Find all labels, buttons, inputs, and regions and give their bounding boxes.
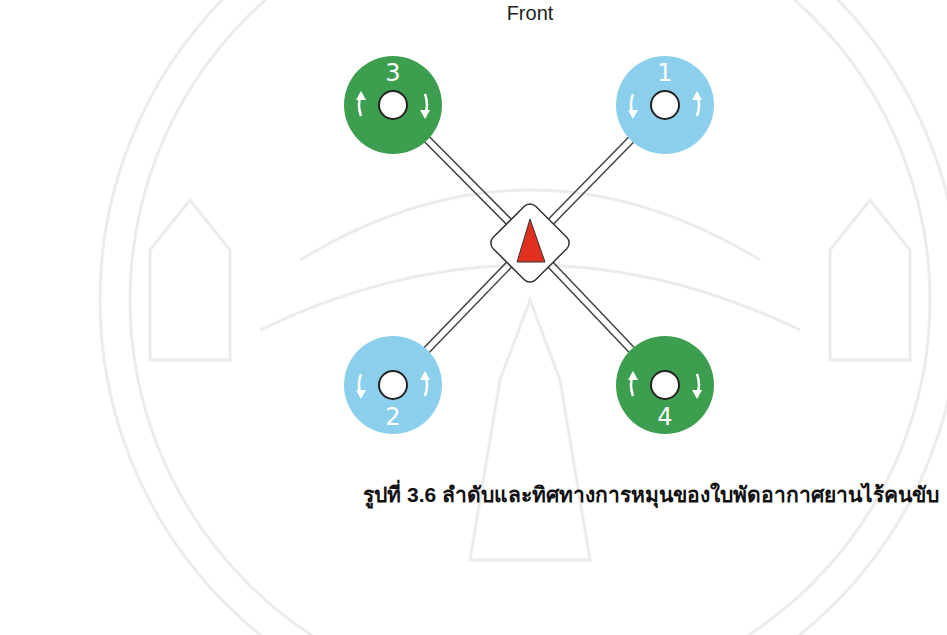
direction-label: Front [507,2,554,25]
motor-number: 2 [344,404,442,430]
frame-arm [390,103,667,388]
motor-number: 1 [616,60,714,86]
propeller-disc: 1 [616,56,714,154]
rotation-arrowhead [356,390,366,399]
rotation-arrowhead [420,371,430,380]
seal-watermark [100,0,947,635]
motor-hub [651,371,679,399]
flight-controller [488,201,573,286]
figure-caption: รูปที่ 3.6 ลำดับและทิศทางการหมุนของใบพัด… [363,478,939,511]
motor-hub [651,91,679,119]
motor-hub [379,371,407,399]
rotation-arrowhead [692,91,702,100]
propeller-disc: 2 [344,336,442,434]
motor-number: 3 [344,60,442,86]
motor-number: 4 [616,404,714,430]
propeller-disc: 4 [616,336,714,434]
rotation-arrowhead [420,110,430,119]
motor-hub [379,91,407,119]
rotation-arrowhead [628,371,638,380]
rotation-arrowhead [356,91,366,100]
propeller-disc: 3 [344,56,442,154]
rotation-arrowhead [628,110,638,119]
rotation-arrowhead [692,390,702,399]
